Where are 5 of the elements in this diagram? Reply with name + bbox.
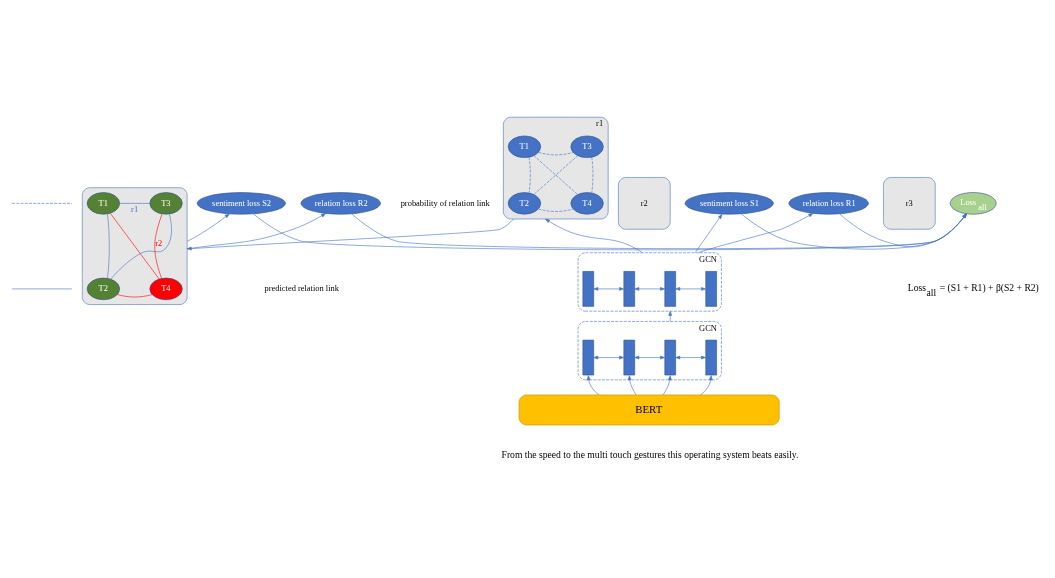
- legend-label: probability of relation link: [400, 197, 490, 208]
- legend-label: predicted relation link: [264, 282, 339, 293]
- edge-label: r2: [155, 237, 163, 248]
- label: From the speed to the multi touch gestures this operating system beats easily.: [501, 448, 799, 460]
- edge-label: r1: [131, 203, 139, 214]
